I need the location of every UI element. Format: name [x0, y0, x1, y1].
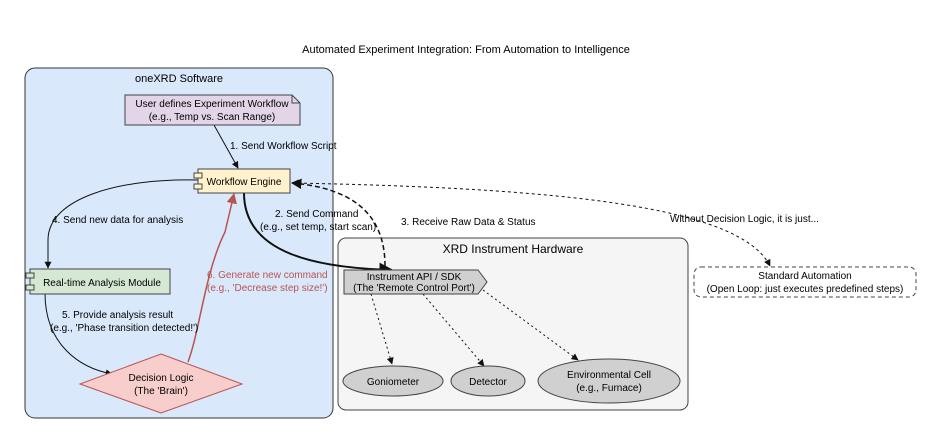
environmental-cell-line1: Environmental Cell: [567, 370, 651, 381]
environmental-cell-node: Environmental Cell (e.g., Furnace): [537, 358, 681, 404]
goniometer-node: Goniometer: [342, 365, 444, 397]
edge-label-2a: 2. Send Command: [275, 209, 358, 220]
user-workflow-node: User defines Experiment Workflow (e.g., …: [124, 94, 301, 126]
edge-label-6a: 6. Generate new command: [207, 270, 328, 281]
environmental-cell-line2: (e.g., Furnace): [576, 383, 642, 394]
edge-api-goniometer: [370, 293, 394, 365]
edge-new-command: [187, 192, 237, 363]
edge-send-data: [44, 179, 199, 269]
edge-label-1: 1. Send Workflow Script: [230, 141, 337, 152]
user-workflow-line2: (e.g., Temp vs. Scan Range): [149, 112, 276, 123]
analysis-module-node: Real-time Analysis Module: [25, 268, 171, 295]
software-label: oneXRD Software: [135, 73, 223, 85]
detector-node: Detector: [450, 365, 526, 397]
edge-label-3: 3. Receive Raw Data & Status: [401, 217, 536, 228]
decision-logic-node: Decision Logic (The 'Brain'): [78, 353, 244, 414]
edge-label-4: 4. Send new data for analysis: [52, 215, 183, 226]
detector-label: Detector: [469, 377, 507, 388]
hardware-label: XRD Instrument Hardware: [443, 242, 584, 256]
decision-logic-line1: Decision Logic: [128, 373, 193, 384]
decision-logic-line2: (The 'Brain'): [134, 386, 188, 397]
standard-automation-line1: Standard Automation: [758, 271, 851, 282]
instrument-api-node: Instrument API / SDK (The 'Remote Contro…: [343, 269, 488, 295]
workflow-engine-label: Workflow Engine: [207, 177, 282, 188]
edge-label-without: Without Decision Logic, it is just...: [670, 214, 819, 225]
analysis-module-label: Real-time Analysis Module: [43, 278, 161, 289]
instrument-api-line2: (The 'Remote Control Port'): [353, 283, 475, 294]
edge-label-2b: (e.g., set temp, start scan): [260, 222, 376, 233]
user-workflow-line1: User defines Experiment Workflow: [135, 99, 289, 110]
standard-automation-line2: (Open Loop: just executes predefined ste…: [707, 284, 904, 295]
goniometer-label: Goniometer: [367, 377, 420, 388]
diagram-title: Automated Experiment Integration: From A…: [302, 44, 630, 56]
workflow-engine-node: Workflow Engine: [193, 168, 291, 194]
edge-analysis-result: [44, 292, 113, 377]
edge-label-5b: (e.g., 'Phase transition detected!'): [50, 323, 198, 334]
instrument-api-line1: Instrument API / SDK: [367, 272, 462, 283]
edge-send-command: [243, 192, 394, 277]
edge-send-workflow: [213, 124, 239, 169]
standard-automation-node: Standard Automation (Open Loop: just exe…: [693, 266, 917, 298]
edge-label-6b: (e.g., 'Decrease step size!'): [207, 283, 328, 294]
edge-label-5a: 5. Provide analysis result: [62, 310, 173, 321]
edge-without-logic: [291, 179, 771, 267]
edge-api-detector: [422, 293, 485, 367]
